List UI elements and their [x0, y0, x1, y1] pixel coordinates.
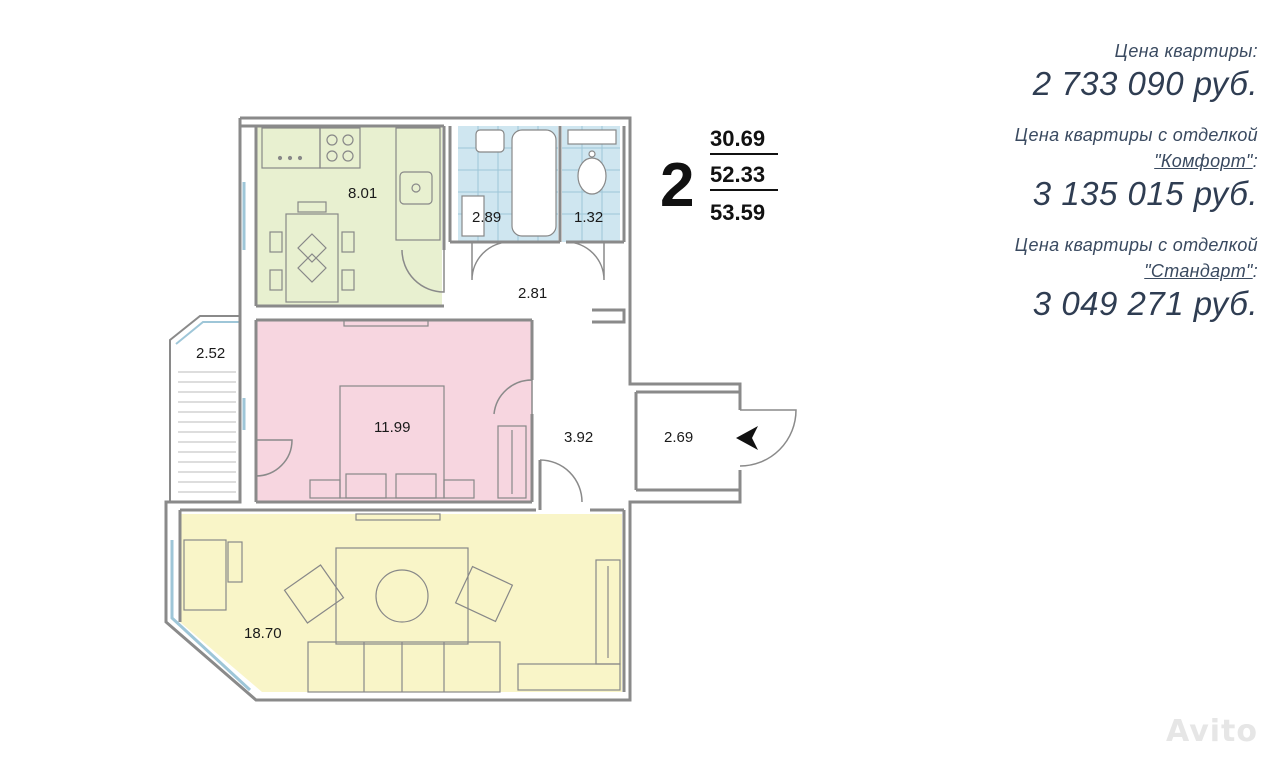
living-room-furniture [183, 513, 621, 693]
toilet-area-label: 1.32 [574, 209, 603, 226]
floor-plan: 8.01 2.89 1.32 2.81 2.52 11.99 3.92 2.69… [164, 116, 797, 702]
standard-colon: : [1252, 261, 1258, 281]
comfort-colon: : [1252, 151, 1258, 171]
total-area-with-balcony: 53.59 [710, 200, 765, 225]
balcony-area-label: 2.52 [196, 345, 225, 362]
hall-area-label: 3.92 [564, 429, 593, 446]
standard-price-value: 3 049 271 руб. [1032, 285, 1258, 322]
comfort-price: Цена квартиры с отделкой "Комфорт": 3 13… [798, 122, 1258, 214]
comfort-price-caption: Цена квартиры с отделкой [1014, 125, 1258, 145]
windows [170, 182, 252, 692]
corridor-area-label: 2.81 [518, 285, 547, 302]
base-price-value: 2 733 090 руб. [1032, 65, 1258, 102]
comfort-price-value: 3 135 015 руб. [1032, 175, 1258, 212]
balcony [169, 315, 241, 503]
kitchen-area-label: 8.01 [348, 185, 377, 202]
bathroom-area-label: 2.89 [472, 209, 501, 226]
bathroom-fixtures [461, 129, 617, 237]
living-room-floor [180, 514, 622, 692]
standard-price: Цена квартиры с отделкой "Стандарт": 3 0… [798, 232, 1258, 324]
standard-price-caption: Цена квартиры с отделкой [1014, 235, 1258, 255]
bedroom-area-label: 11.99 [374, 419, 410, 436]
base-price-caption: Цена квартиры: [1114, 41, 1258, 61]
price-panel: Цена квартиры: 2 733 090 руб. Цена кварт… [798, 38, 1258, 342]
living-room-area-label: 18.70 [244, 625, 282, 642]
apartment-summary: 2 30.69 52.33 53.59 [660, 126, 778, 225]
comfort-package-link[interactable]: "Комфорт" [1154, 151, 1253, 171]
entrance-area-label: 2.69 [664, 429, 693, 446]
doors [255, 241, 797, 503]
total-area: 52.33 [710, 162, 765, 187]
living-area: 30.69 [710, 126, 765, 151]
entrance-arrow-icon [736, 426, 758, 450]
avito-watermark: Avito [1166, 714, 1258, 749]
kitchen-furniture [261, 127, 441, 303]
walls [164, 116, 742, 702]
bedroom-floor [256, 320, 532, 502]
rooms-count: 2 [660, 151, 694, 220]
bedroom-furniture [309, 319, 527, 499]
standard-package-link[interactable]: "Стандарт" [1144, 261, 1253, 281]
base-price: Цена квартиры: 2 733 090 руб. [798, 38, 1258, 104]
